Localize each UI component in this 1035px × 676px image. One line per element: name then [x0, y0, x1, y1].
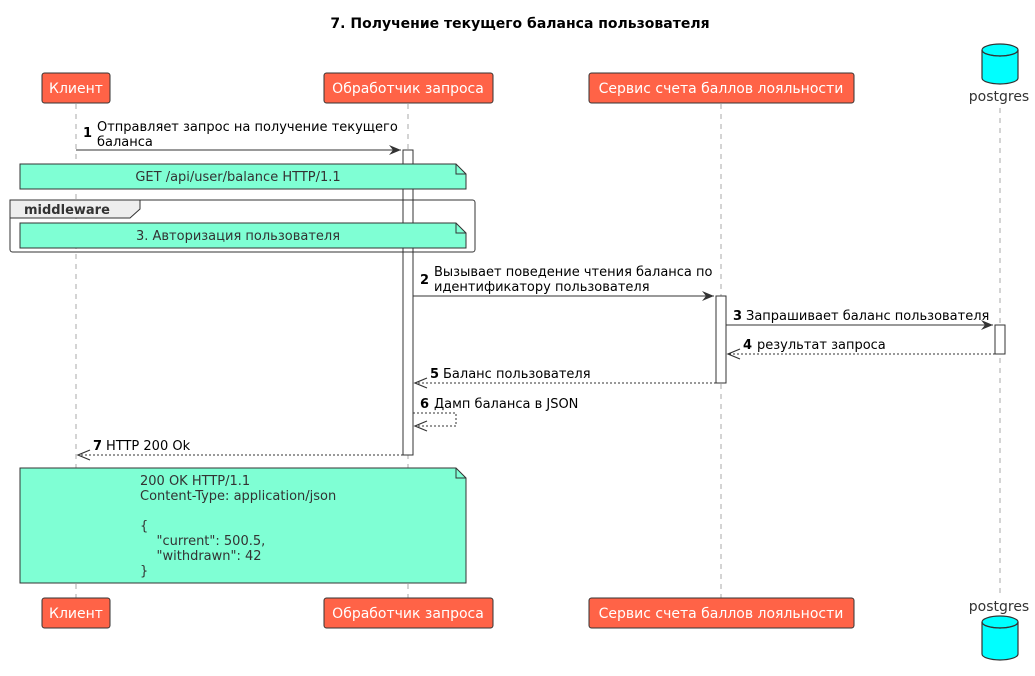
participant-client-bottom: Клиент: [41, 597, 111, 629]
note-response-line-1: 200 OK HTTP/1.1: [140, 474, 250, 489]
participant-handler-label: Обработчик запроса: [332, 81, 484, 97]
message-7: 7 HTTP 200 Ok: [76, 439, 403, 461]
participant-postgres-bottom-label: postgres: [969, 599, 1029, 615]
participant-handler-bottom-label: Обработчик запроса: [332, 606, 484, 622]
note-response-line-4: {: [140, 519, 148, 534]
participant-postgres-top: postgres: [969, 43, 1029, 105]
message-5-text: Баланс пользователя: [443, 367, 591, 382]
message-2: 2 Вызывает поведение чтения баланса по и…: [413, 265, 714, 301]
activation-postgres: [994, 324, 1006, 355]
participant-postgres-label: postgres: [969, 89, 1029, 105]
diagram-title: 7. Получение текущего баланса пользовате…: [330, 16, 709, 32]
message-7-text: HTTP 200 Ok: [106, 439, 191, 454]
note-response-line-2: Content-Type: application/json: [140, 489, 336, 504]
message-4: 4 результат запроса: [726, 338, 995, 360]
message-3: 3 Запрашивает баланс пользователя: [726, 309, 993, 330]
database-icon: [981, 622, 1019, 661]
participant-service-label: Сервис счета баллов лояльности: [599, 81, 844, 97]
participant-service-top: Сервис счета баллов лояльности: [588, 72, 855, 104]
message-2-text-line-1: Вызывает поведение чтения баланса по: [434, 265, 713, 280]
group-middleware-label: middleware: [24, 203, 110, 218]
note-request-text: GET /api/user/balance HTTP/1.1: [135, 170, 340, 185]
activation-handler: [402, 149, 414, 456]
note-request: GET /api/user/balance HTTP/1.1: [19, 163, 467, 190]
participant-service-bottom: Сервис счета баллов лояльности: [588, 597, 855, 629]
message-5-number: 5: [430, 367, 439, 382]
message-3-number: 3: [733, 309, 742, 324]
participant-handler-top: Обработчик запроса: [323, 72, 494, 104]
participant-postgres-bottom: postgres: [969, 599, 1029, 661]
message-6-text: Дамп баланса в JSON: [434, 397, 578, 412]
message-1: 1 Отправляет запрос на получение текущег…: [76, 120, 401, 155]
message-7-number: 7: [93, 439, 102, 454]
note-response-line-5: "current": 500.5,: [140, 534, 265, 549]
message-2-number: 2: [420, 273, 429, 288]
participant-client-label: Клиент: [49, 81, 103, 97]
group-middleware: middleware: [9, 199, 476, 253]
note-auth: 3. Авторизация пользователя: [19, 222, 467, 249]
message-4-text: результат запроса: [757, 338, 886, 353]
message-3-text: Запрашивает баланс пользователя: [746, 309, 989, 324]
participant-client-bottom-label: Клиент: [49, 606, 103, 622]
note-auth-text: 3. Авторизация пользователя: [136, 229, 340, 244]
message-1-number: 1: [83, 126, 92, 141]
database-icon: [981, 50, 1019, 85]
message-1-text-line-2: баланса: [97, 135, 153, 150]
message-4-number: 4: [743, 338, 752, 353]
note-response: 200 OK HTTP/1.1 Content-Type: applicatio…: [19, 467, 467, 584]
message-2-text-line-2: идентификатору пользователя: [434, 280, 650, 295]
message-5: 5 Баланс пользователя: [413, 367, 716, 389]
participant-handler-bottom: Обработчик запроса: [323, 597, 494, 629]
activation-service: [715, 295, 727, 384]
participant-service-bottom-label: Сервис счета баллов лояльности: [599, 606, 844, 622]
note-response-line-6: "withdrawn": 42: [140, 549, 262, 564]
message-6-number: 6: [420, 397, 429, 412]
note-response-line-7: }: [140, 564, 148, 579]
participant-client-top: Клиент: [41, 72, 111, 104]
message-1-text-line-1: Отправляет запрос на получение текущего: [97, 120, 398, 135]
message-6: 6 Дамп баланса в JSON: [413, 397, 578, 432]
